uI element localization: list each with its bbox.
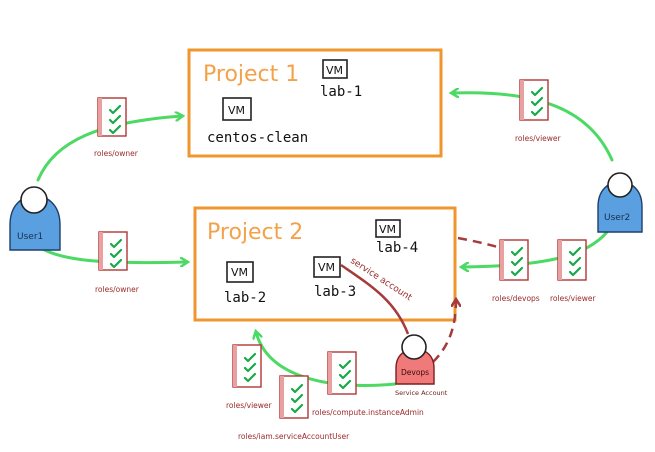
user1-avatar: User1	[9, 186, 61, 251]
vm-badge: VM	[318, 261, 335, 274]
role-label: roles/viewer	[226, 401, 273, 410]
role-doc-user2-devops: roles/devops	[492, 239, 540, 303]
grant-arrow-user1-project1	[36, 116, 182, 182]
project-1: Project 1 VM lab-1 VM centos-clean	[187, 48, 443, 158]
vm-centos-clean: VM centos-clean	[207, 97, 308, 146]
vm-icon	[375, 219, 401, 238]
role-label: roles/iam.serviceAccountUser	[238, 432, 350, 441]
vm-badge: VM	[379, 223, 396, 236]
devops-label: Devops	[401, 368, 429, 377]
role-doc-user1-project1: roles/owner	[94, 97, 139, 158]
project-2-box	[193, 206, 457, 322]
devops-role-link	[457, 236, 516, 256]
role-doc-user2-viewer: roles/viewer	[550, 239, 597, 303]
grant-arrow-user2-project1	[452, 93, 614, 162]
user2-avatar: User2	[597, 172, 643, 233]
role-doc-user2-project1: roles/viewer	[515, 79, 562, 143]
role-doc-sa-iam: roles/iam.serviceAccountUser	[238, 375, 350, 441]
vm-icon	[313, 256, 341, 278]
user-head	[20, 186, 48, 214]
grant-arrow-user1-project2	[36, 244, 187, 263]
vm-name-lab-3: lab-3	[314, 284, 356, 300]
role-label: roles/devops	[492, 294, 540, 303]
vm-name-lab-2: lab-2	[224, 290, 266, 306]
vm-badge: VM	[228, 104, 245, 117]
user2-label: User2	[604, 213, 630, 223]
role-label: roles/owner	[95, 285, 140, 294]
vm-lab-3: VM lab-3	[313, 256, 356, 300]
grant-arrow-devops-project2	[256, 332, 397, 387]
vm-badge: VM	[231, 266, 248, 279]
vm-icon	[226, 261, 254, 283]
project-1-box	[187, 48, 443, 158]
document-icon	[97, 97, 127, 137]
service-account-link	[340, 263, 410, 335]
vm-lab-2: VM lab-2	[224, 261, 266, 306]
user-head	[607, 172, 633, 198]
project-1-title: Project 1	[203, 62, 299, 87]
vm-name-lab-4: lab-4	[376, 240, 418, 256]
role-label: roles/compute.instanceAdmin	[312, 408, 424, 417]
project-2: Project 2 VM lab-4 VM lab-2 VM lab-3	[193, 206, 457, 322]
vm-lab-1: VM lab-1	[320, 59, 362, 100]
vm-icon	[322, 59, 348, 79]
grant-arrow-user2-project2	[462, 230, 609, 267]
role-label: roles/viewer	[515, 134, 562, 143]
role-label: roles/owner	[94, 149, 139, 158]
user-head	[401, 334, 427, 360]
vm-name-centos-clean: centos-clean	[207, 130, 308, 146]
role-label: roles/viewer	[550, 294, 597, 303]
document-icon	[98, 231, 128, 271]
vm-badge: VM	[326, 64, 343, 77]
role-doc-user1-project2: roles/owner	[95, 231, 140, 294]
vm-lab-4: VM lab-4	[375, 219, 418, 256]
role-doc-sa-compute: roles/compute.instanceAdmin	[312, 351, 424, 417]
devops-service-account-avatar: Devops Service Account	[395, 334, 448, 397]
vm-name-lab-1: lab-1	[320, 84, 362, 100]
service-account-dashed-arrow	[432, 300, 456, 363]
user1-label: User1	[17, 232, 43, 242]
project-2-title: Project 2	[207, 220, 303, 245]
role-doc-sa-viewer: roles/viewer	[226, 344, 273, 410]
vm-icon	[222, 97, 252, 121]
devops-caption: Service Account	[395, 389, 448, 397]
